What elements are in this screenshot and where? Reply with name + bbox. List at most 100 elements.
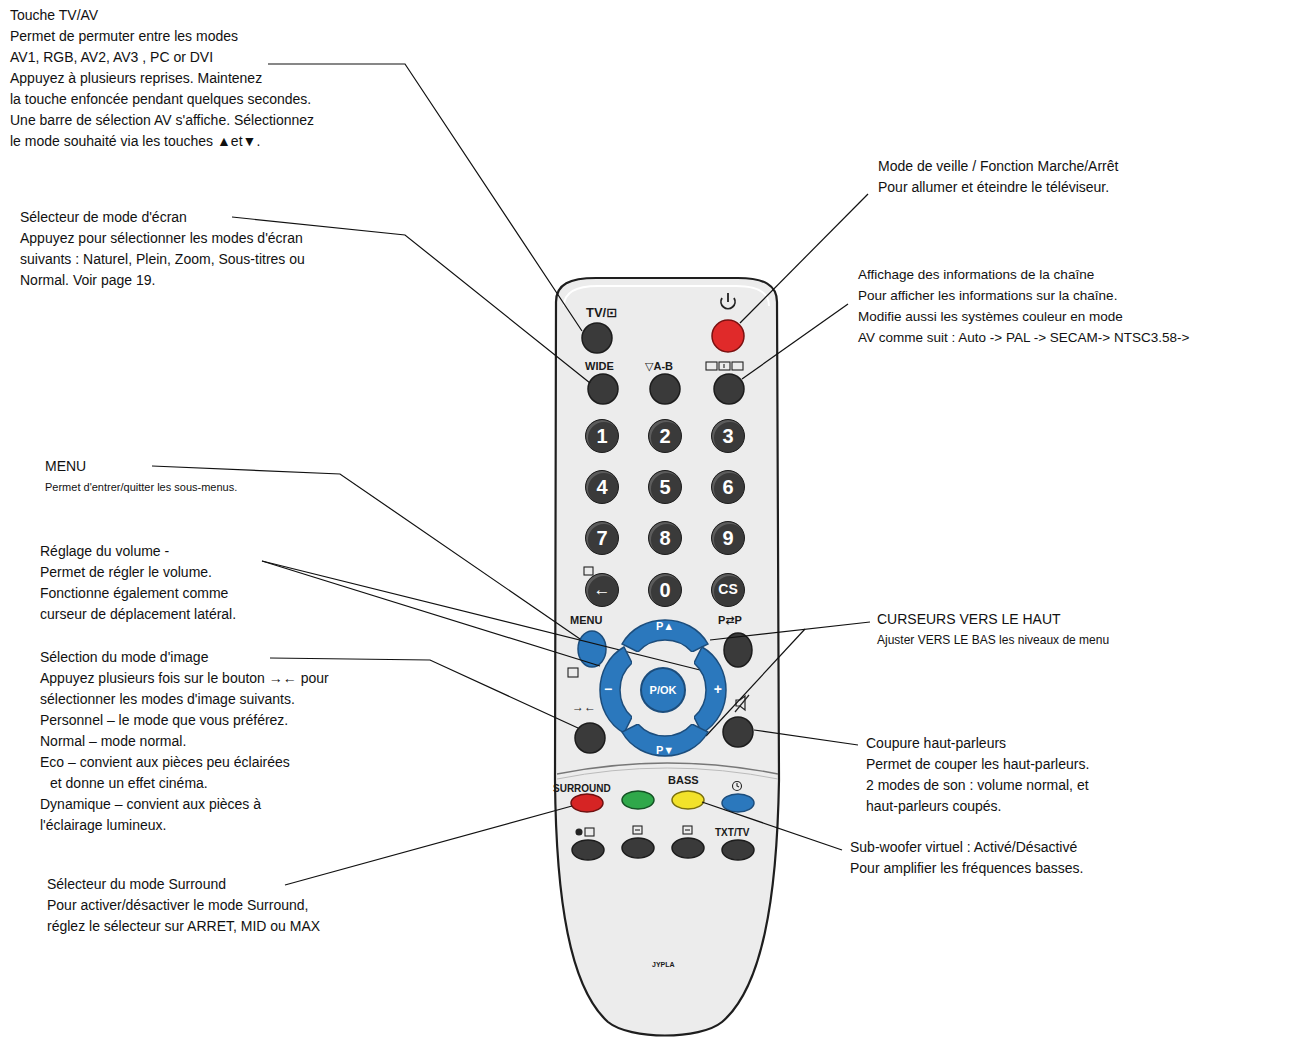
callout-text: CURSEURS VERS LE HAUT: [877, 609, 1061, 629]
remote-separator: [557, 768, 778, 779]
leader-line: [262, 561, 600, 666]
button-text: 2: [659, 425, 670, 447]
callout-text: Fonctionne également comme: [40, 583, 228, 603]
callout-text: Appuyez pour sélectionner les modes d'éc…: [20, 228, 303, 248]
dpad-shape: [694, 647, 726, 733]
button-label: TXT/TV: [715, 826, 749, 840]
menu-button: [578, 631, 606, 667]
leader-line: [268, 64, 582, 331]
callout-text: l'éclairage lumineux.: [40, 815, 166, 835]
button-text: 6: [722, 476, 733, 498]
keypad-button: 6: [711, 470, 745, 504]
callout-text: curseur de déplacement latéral.: [40, 604, 236, 624]
callout-text: Affichage des informations de la chaîne: [858, 265, 1094, 285]
leader-line: [285, 806, 572, 885]
callout-text: Pour afficher les informations sur la ch…: [858, 286, 1117, 306]
keypad-button: 8: [648, 521, 682, 555]
keypad-button: 2: [648, 419, 682, 453]
teletext-button: [572, 840, 604, 860]
red-button: [571, 794, 603, 812]
callout-text: Appuyez plusieurs fois sur le bouton →← …: [40, 668, 329, 688]
ab-button: [650, 374, 680, 404]
callout-text: AV comme suit : Auto -> PAL -> SECAM-> N…: [858, 328, 1189, 348]
keypad-button: 3: [711, 419, 745, 453]
callout-text: le mode souhaité via les touches ▲et▼.: [10, 131, 260, 151]
button-text: −: [604, 682, 612, 697]
blue-button: [722, 794, 754, 812]
callout-text: Modifie aussi les systèmes couleur en mo…: [858, 307, 1123, 327]
dpad-shape: [622, 620, 708, 652]
keypad-button: 0: [648, 573, 682, 607]
yellow-button: [672, 791, 704, 809]
leader-line: [706, 629, 805, 736]
callout-text: Pour activer/désactiver le mode Surround…: [47, 895, 308, 915]
callout-text: Permet de régler le volume.: [40, 562, 212, 582]
keypad-button: 5: [648, 470, 682, 504]
input-icon: [584, 567, 593, 575]
button-text: 9: [722, 527, 733, 549]
keypad-button: 7: [585, 521, 619, 555]
txt-tv-button: [722, 840, 754, 860]
button-label: →←: [572, 700, 596, 714]
callout-text: Sélecteur du mode Surround: [47, 874, 226, 894]
callout-text: Eco – convient aux pièces peu éclairées: [40, 752, 290, 772]
ok-button: P/OK: [640, 667, 686, 713]
leader-line: [262, 561, 700, 670]
navigation-button: P▼: [620, 724, 710, 760]
dpad-shape: [600, 647, 632, 733]
info-button: [714, 374, 744, 404]
dpad-shape: [694, 645, 730, 735]
callout-text: la touche enfoncée pendant quelques seco…: [10, 89, 311, 109]
teletext-button: [622, 838, 654, 858]
button-label: WIDE: [585, 359, 614, 373]
callout-text: haut-parleurs coupés.: [866, 796, 1001, 816]
callout-text: Réglage du volume -: [40, 541, 169, 561]
leader-line: [270, 658, 578, 728]
callout-text: AV1, RGB, AV2, AV3 , PC or DVI: [10, 47, 213, 67]
button-text: 1: [596, 425, 607, 447]
button-label: TV/⊡: [586, 306, 617, 320]
button-label: JYPLA: [652, 958, 675, 972]
teletext-icons: [576, 826, 692, 836]
wide-button: [588, 374, 618, 404]
callout-text: Permet d'entrer/quitter les sous-menus.: [45, 477, 237, 497]
button-text: 7: [596, 527, 607, 549]
button-label: BASS: [668, 773, 699, 787]
callout-text: Coupure haut-parleurs: [866, 733, 1006, 753]
remote-body: [555, 278, 779, 1036]
leader-line: [754, 730, 858, 745]
teletext-button: [672, 838, 704, 858]
leader-line: [742, 304, 848, 379]
callout-text: Touche TV/AV: [10, 5, 98, 25]
navigation-button: +: [694, 645, 730, 735]
callout-text: Appuyez à plusieurs reprises. Maintenez: [10, 68, 262, 88]
green-button: [622, 791, 654, 809]
keypad-button: 1: [585, 419, 619, 453]
keypad-button: ←: [585, 573, 619, 607]
button-text: 8: [659, 527, 670, 549]
callout-text: Une barre de sélection AV s'affiche. Sél…: [10, 110, 314, 130]
button-label: ▽A-B: [645, 359, 673, 373]
clock-icon: [733, 782, 742, 791]
button-text: P▲: [656, 620, 674, 632]
callout-text: Permet de couper les haut-parleurs.: [866, 754, 1089, 774]
leader-line: [740, 194, 868, 323]
callout-text: 2 modes de son : volume normal, et: [866, 775, 1089, 795]
callout-text: et donne un effet cinéma.: [50, 773, 208, 793]
callout-text: Sélecteur de mode d'écran: [20, 207, 187, 227]
button-text: 3: [722, 425, 733, 447]
callout-text: Personnel – le mode que vous préférez.: [40, 710, 288, 730]
keypad-button: CS: [711, 573, 745, 607]
callout-text: Pour amplifier les fréquences basses.: [850, 858, 1083, 878]
button-text: +: [714, 682, 722, 697]
callout-text: Normal. Voir page 19.: [20, 270, 155, 290]
callout-text: Normal – mode normal.: [40, 731, 186, 751]
remote-highlight: [564, 286, 769, 306]
leader-line: [702, 802, 842, 850]
callout-text: Sub-woofer virtuel : Activé/Désactivé: [850, 837, 1077, 857]
callout-text: suivants : Naturel, Plein, Zoom, Sous-ti…: [20, 249, 305, 269]
button-label: MENU: [570, 613, 602, 627]
callout-text: Sélection du mode d'image: [40, 647, 208, 667]
info-icon: [706, 362, 743, 370]
